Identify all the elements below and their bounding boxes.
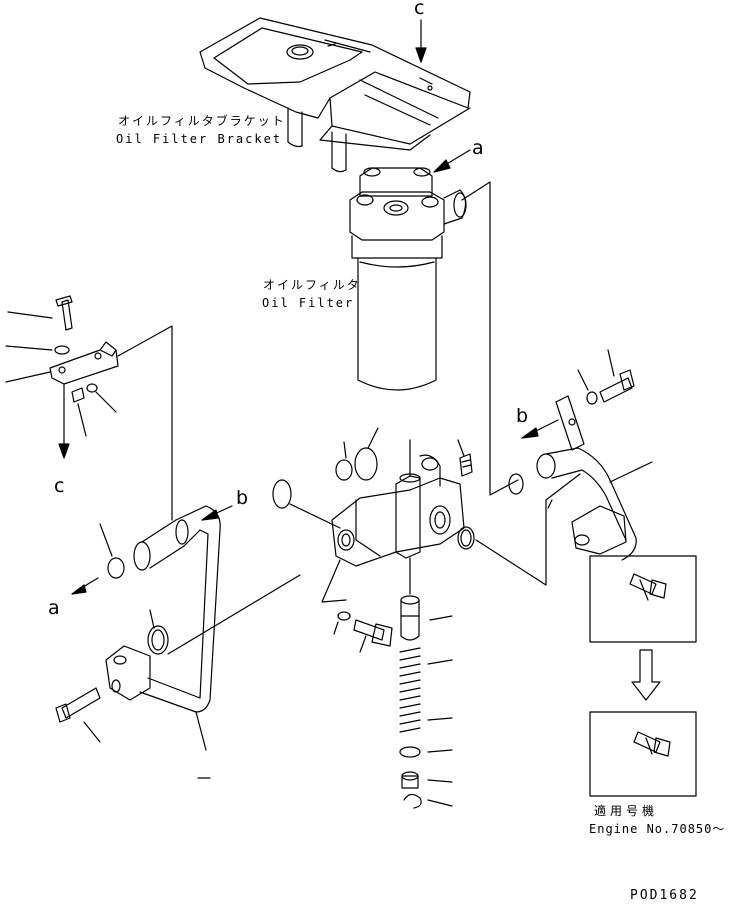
bracket-label-en: Oil Filter Bracket xyxy=(116,132,283,146)
drawing-code: POD1682 xyxy=(630,888,699,903)
left-clamp-bracket xyxy=(49,295,173,521)
ref-c-left: c xyxy=(54,475,65,497)
filter-label-jp: オイルフィルタ xyxy=(263,278,361,292)
down-arrow-icon xyxy=(631,649,661,701)
filter-label-en: Oil Filter xyxy=(262,296,355,310)
ref-c-top: c xyxy=(414,0,425,19)
bracket-label-jp: オイルフィルタブラケット xyxy=(118,114,286,128)
applicable-label-jp: 適用号機 xyxy=(594,804,659,818)
ref-a-left: a xyxy=(48,597,60,619)
oil-filter-bracket xyxy=(199,17,471,173)
bolt-box-current xyxy=(589,555,697,643)
left-oil-pipe xyxy=(55,505,221,723)
relief-valve-stack xyxy=(399,557,422,809)
bolt-box-applicable xyxy=(589,711,697,797)
ref-a-top: a xyxy=(472,137,484,159)
ref-b-left: b xyxy=(236,487,249,509)
ref-b-right: b xyxy=(516,405,529,427)
engine-number-label: Engine No.70850～ xyxy=(589,822,726,836)
oil-filter xyxy=(349,167,467,391)
valve-body xyxy=(272,427,581,586)
right-oil-pipe xyxy=(508,369,637,561)
